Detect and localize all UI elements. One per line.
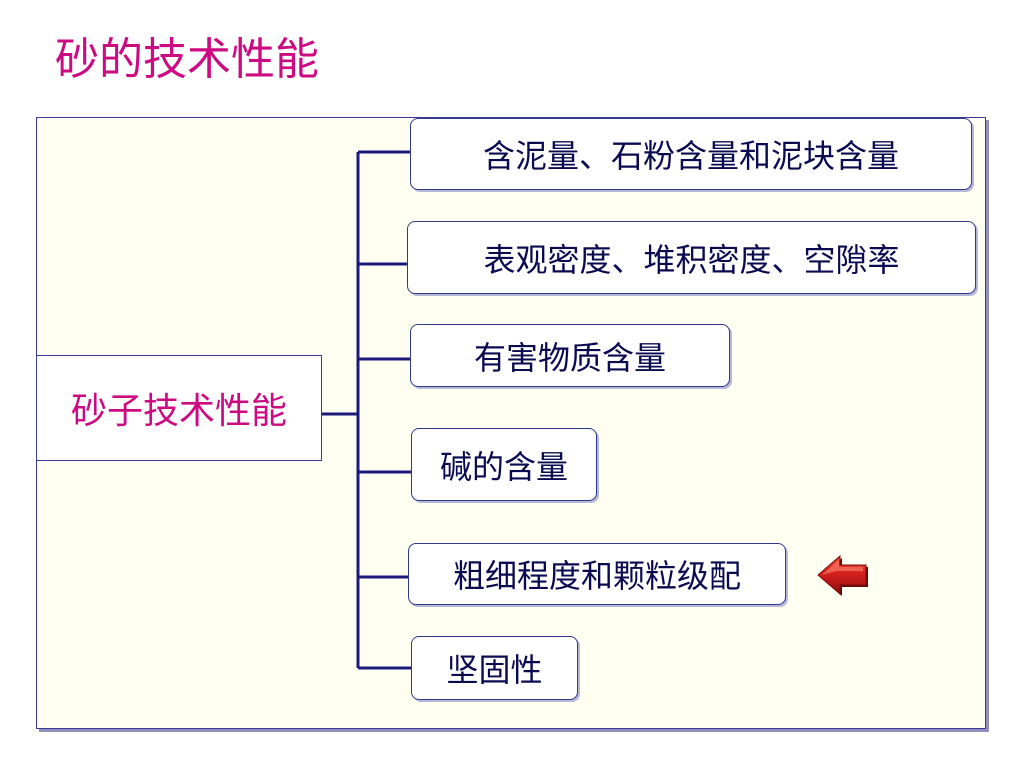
item-alkali-content: 碱的含量: [411, 428, 597, 501]
slide-title: 砂的技术性能: [55, 34, 319, 85]
item-harmful-substances: 有害物质含量: [410, 324, 730, 387]
item-density-porosity: 表观密度、堆积密度、空隙率: [407, 221, 976, 294]
left-arrow-icon: [817, 554, 868, 596]
root-node: 砂子技术性能: [36, 355, 322, 461]
item-soundness: 坚固性: [411, 636, 578, 700]
item-fineness-grading: 粗细程度和颗粒级配: [408, 543, 786, 605]
item-silt-content: 含泥量、石粉含量和泥块含量: [410, 118, 972, 190]
